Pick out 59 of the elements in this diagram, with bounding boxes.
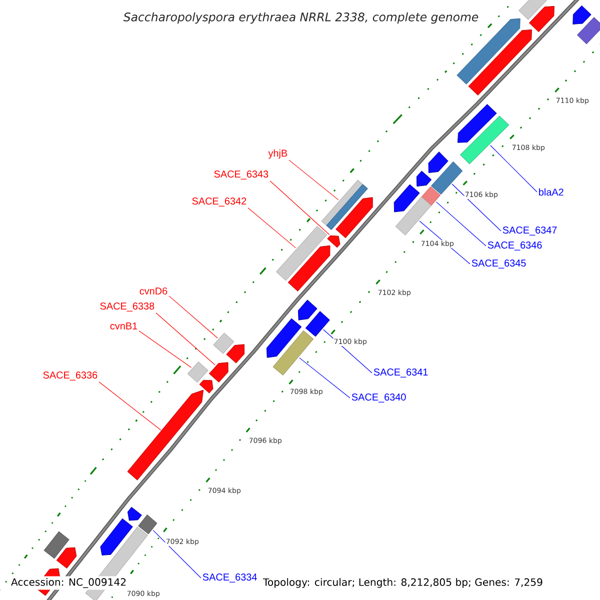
gene-block [572,5,592,24]
gene-block [395,196,432,236]
gene-block [576,17,600,44]
gene-block [127,506,142,521]
gene-block [56,547,77,569]
gene-block [127,390,204,480]
gene-label: SACE_6345 [472,260,526,268]
leader-line [138,330,192,368]
leader-line [152,530,202,578]
gene-block [457,104,497,143]
gene-label: SACE_6347 [502,226,557,236]
gene-label: yhjB [268,149,288,159]
leader-line [299,358,350,398]
gene-block [518,0,548,20]
gene-block [213,332,234,354]
gene-block [416,170,432,187]
gene-block [468,29,532,96]
gene-block [138,514,158,534]
gene-label: cvnB1 [110,322,138,330]
gene-block [187,362,208,383]
leader-line [452,184,502,232]
gene-label: SACE_6340 [352,394,406,402]
gene-block [266,318,302,358]
gene-block [394,184,420,212]
gene-label: SACE_6343 [214,170,268,180]
gene-label: cvnD6 [140,287,168,295]
gene-label: SACE_6338 [100,302,154,312]
gene-label: blaA2 [539,188,564,196]
gene-label: SACE_6342 [192,198,246,206]
leader-line [270,180,330,235]
gene-label: SACE_6341 [374,368,428,378]
gene-block [226,344,245,364]
leader-line [98,382,162,430]
gene-label: SACE_6346 [488,242,542,250]
gene-block [298,300,318,320]
info-text: Topology: circular; Length: 8,212,805 bp; Genes: 7,259 [261,576,545,590]
gene-block [327,235,340,248]
gene-block [430,161,463,195]
gene-block [460,116,510,164]
gene-label: SACE_6334 [202,574,257,582]
leader-line [156,312,216,366]
gene-block [305,311,330,337]
gene-block [100,518,133,556]
gene-block [428,152,448,174]
gene-block [276,226,328,281]
gene-block [208,362,228,383]
title: Saccharopolyspora erythraea NRRL 2338, complete genome [123,12,478,24]
leader-line [436,202,486,246]
gene-block [44,531,70,559]
gene-block [199,380,214,394]
gene-block [528,6,554,32]
gene-block [336,197,373,238]
leader-line [490,145,538,192]
leader-line [168,296,218,338]
gene-block [272,330,314,376]
leader-line [248,208,296,248]
gene-block [288,245,330,292]
gene-label: SACE_6336 [43,372,98,380]
leader-line [288,160,339,200]
